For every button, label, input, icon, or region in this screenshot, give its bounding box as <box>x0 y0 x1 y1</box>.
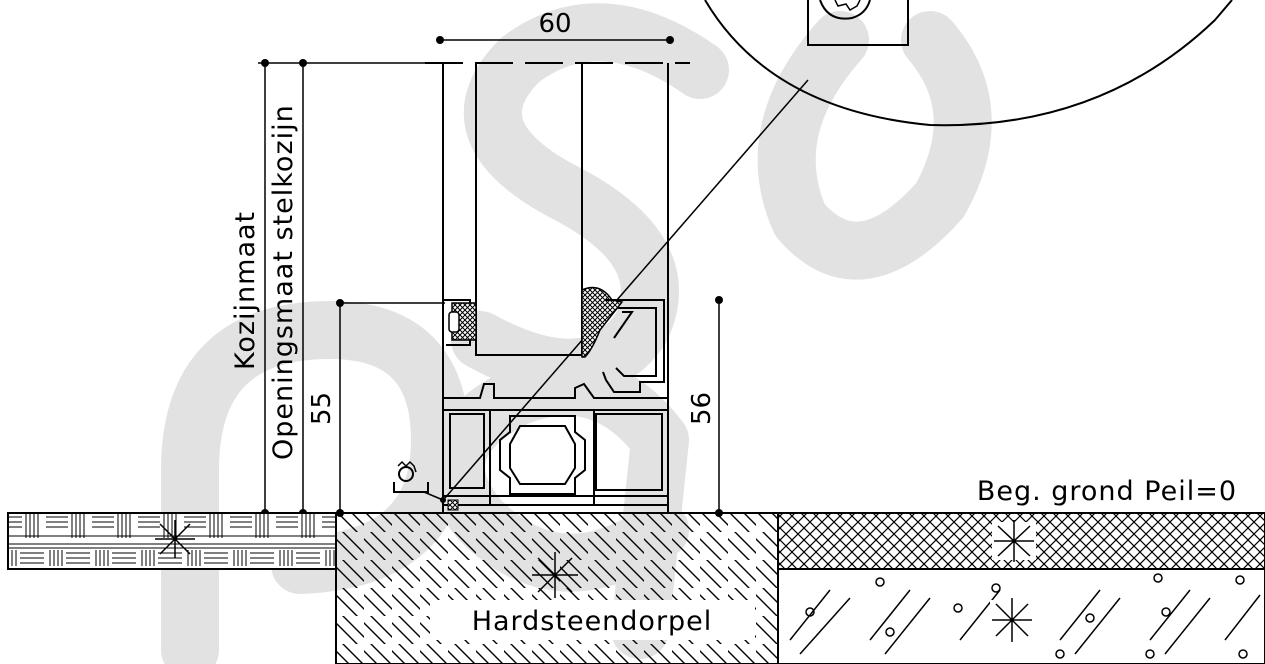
openingsmaat-label: Openingsmaat stelkozijn <box>268 104 299 460</box>
ground-right-bottom <box>777 568 1265 664</box>
dimension-right-56: 56 <box>687 296 723 517</box>
dimension-kozijnmaat: Kozijnmaat <box>230 59 432 517</box>
dimension-openingsmaat: Openingsmaat stelkozijn <box>268 59 307 517</box>
anchor-detail <box>393 460 446 503</box>
grond-label: Beg. grond Peil=0 <box>977 476 1237 507</box>
kozijnmaat-label: Kozijnmaat <box>230 211 261 370</box>
ground-right-top <box>777 512 1265 570</box>
dorpel-label: Hardsteendorpel <box>472 606 713 637</box>
detail-circle <box>444 0 1233 499</box>
brick-ground-left <box>7 512 337 570</box>
dimension-right-label: 56 <box>687 392 717 425</box>
hardsteen-dorpel: Hardsteendorpel <box>335 512 779 664</box>
dimension-left-55: 55 <box>307 299 445 517</box>
dimension-width-label: 60 <box>538 9 571 39</box>
dimension-left-label: 55 <box>307 392 337 425</box>
dimension-width-top: 60 <box>436 9 674 44</box>
